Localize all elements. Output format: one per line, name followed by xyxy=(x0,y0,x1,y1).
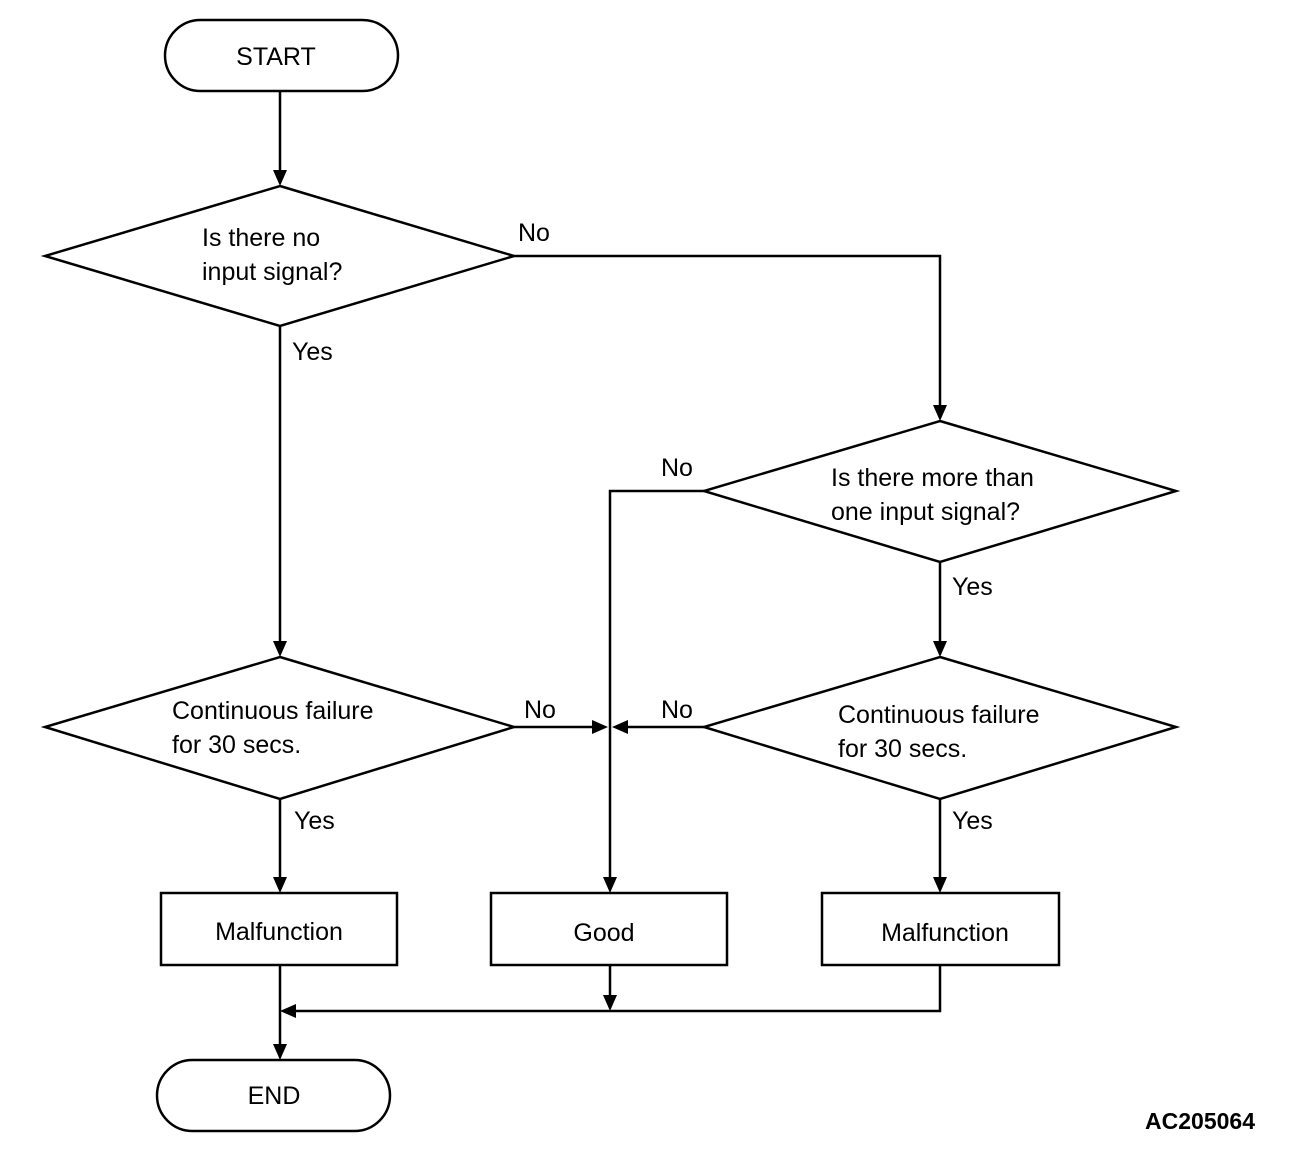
start-terminal xyxy=(163,18,400,93)
arrowhead-to-malfunction-left xyxy=(273,877,287,893)
decision-continuous-left-line-2: for 30 secs. xyxy=(172,731,301,759)
malfunction-box-left xyxy=(159,891,399,967)
arrowhead-merge-left xyxy=(280,1004,296,1018)
label-no-decision2: No xyxy=(661,454,693,482)
arrowhead-good-to-merge xyxy=(603,995,617,1011)
decision-no-input-text: Is there no input signal? xyxy=(202,224,342,286)
arrowhead-no-from-left xyxy=(592,720,608,734)
decision-no-input-line-2: input signal? xyxy=(202,258,342,286)
arrowhead-to-end xyxy=(273,1044,287,1060)
decision-continuous-right-text: Continuous failure for 30 secs. xyxy=(838,701,1046,763)
connector-decision1-no xyxy=(514,254,942,409)
label-yes-decision3: Yes xyxy=(294,807,335,835)
arrowhead-to-decision3 xyxy=(273,641,287,657)
figure-code: AC205064 xyxy=(1145,1108,1255,1134)
arrowhead-to-good xyxy=(603,877,617,893)
arrowhead-no-from-right xyxy=(612,720,628,734)
decision-continuous-right-line-2: for 30 secs. xyxy=(838,735,967,763)
start-label: START xyxy=(236,43,316,71)
arrowhead-to-decision1 xyxy=(273,170,287,186)
decision-continuous-left-line-1: Continuous failure xyxy=(172,697,374,725)
malfunction-right-label: Malfunction xyxy=(881,919,1009,947)
good-label: Good xyxy=(573,919,634,947)
decision-continuous-failure-left xyxy=(40,655,519,801)
decision-more-input-line-1: Is there more than xyxy=(831,464,1034,492)
label-yes-decision4: Yes xyxy=(952,807,993,835)
decision-more-input-text: Is there more than one input signal? xyxy=(831,464,1041,526)
connector-malfunction-right-merge xyxy=(292,965,942,1013)
arrowhead-to-decision2 xyxy=(933,405,947,421)
arrowhead-to-decision4 xyxy=(933,641,947,657)
label-yes-decision1: Yes xyxy=(292,338,333,366)
label-no-decision1: No xyxy=(518,219,550,247)
arrowhead-to-malfunction-right xyxy=(933,877,947,893)
label-no-decision3: No xyxy=(524,696,556,724)
connector-decision2-no xyxy=(608,489,704,881)
decision-continuous-right-line-1: Continuous failure xyxy=(838,701,1040,729)
label-yes-decision2: Yes xyxy=(952,573,993,601)
decision-more-input-line-2: one input signal? xyxy=(831,498,1020,526)
good-box xyxy=(489,891,729,967)
decision-continuous-left-text: Continuous failure for 30 secs. xyxy=(172,697,380,759)
end-terminal xyxy=(155,1058,392,1133)
decision-no-input-line-1: Is there no xyxy=(202,224,320,252)
label-no-decision4: No xyxy=(661,696,693,724)
malfunction-left-label: Malfunction xyxy=(215,918,343,946)
decision-no-input-signal xyxy=(40,184,519,328)
end-label: END xyxy=(248,1082,301,1110)
